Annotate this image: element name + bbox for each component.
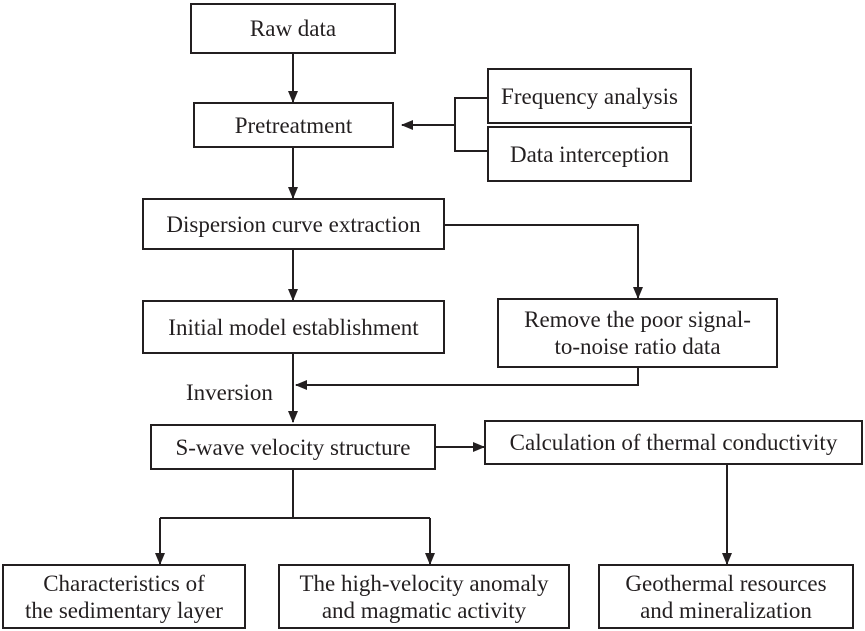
high-velocity-anomaly-line-1: The high-velocity anomaly xyxy=(299,570,549,596)
connector-frequency-branch xyxy=(454,97,487,152)
dispersion-curve-extraction-box: Dispersion curve extraction xyxy=(142,198,445,250)
remove-poor-data-line-2: to-noise ratio data xyxy=(554,334,721,359)
arrow-remove-to-inversion xyxy=(295,368,639,390)
inversion-label: Inversion xyxy=(186,380,273,405)
remove-poor-data-line-1: Remove the poor signal- xyxy=(524,307,751,332)
sedimentary-layer-box: Characteristics of the sedimentary layer xyxy=(2,564,246,629)
s-wave-velocity-structure-box: S-wave velocity structure xyxy=(150,424,436,470)
geothermal-resources-line-1: Geothermal resources xyxy=(625,570,827,596)
raw-data-box: Raw data xyxy=(190,3,396,54)
thermal-conductivity-box: Calculation of thermal conductivity xyxy=(484,420,863,465)
initial-model-establishment-box: Initial model establishment xyxy=(142,300,445,354)
data-interception-box: Data interception xyxy=(487,126,692,182)
pretreatment-box: Pretreatment xyxy=(193,102,394,148)
high-velocity-anomaly-box: The high-velocity anomaly and magmatic a… xyxy=(278,564,570,629)
geothermal-resources-line-2: and mineralization xyxy=(640,597,812,623)
high-velocity-anomaly-line-2: and magmatic activity xyxy=(321,597,527,623)
sedimentary-layer-line-2: the sedimentary layer xyxy=(25,597,223,623)
frequency-analysis-box: Frequency analysis xyxy=(487,68,692,124)
geothermal-resources-box: Geothermal resources and mineralization xyxy=(598,564,854,629)
remove-poor-data-box: Remove the poor signal- to-noise ratio d… xyxy=(497,298,778,368)
arrow-dispersion-to-remove xyxy=(445,224,643,299)
sedimentary-layer-line-1: Characteristics of xyxy=(43,570,205,596)
